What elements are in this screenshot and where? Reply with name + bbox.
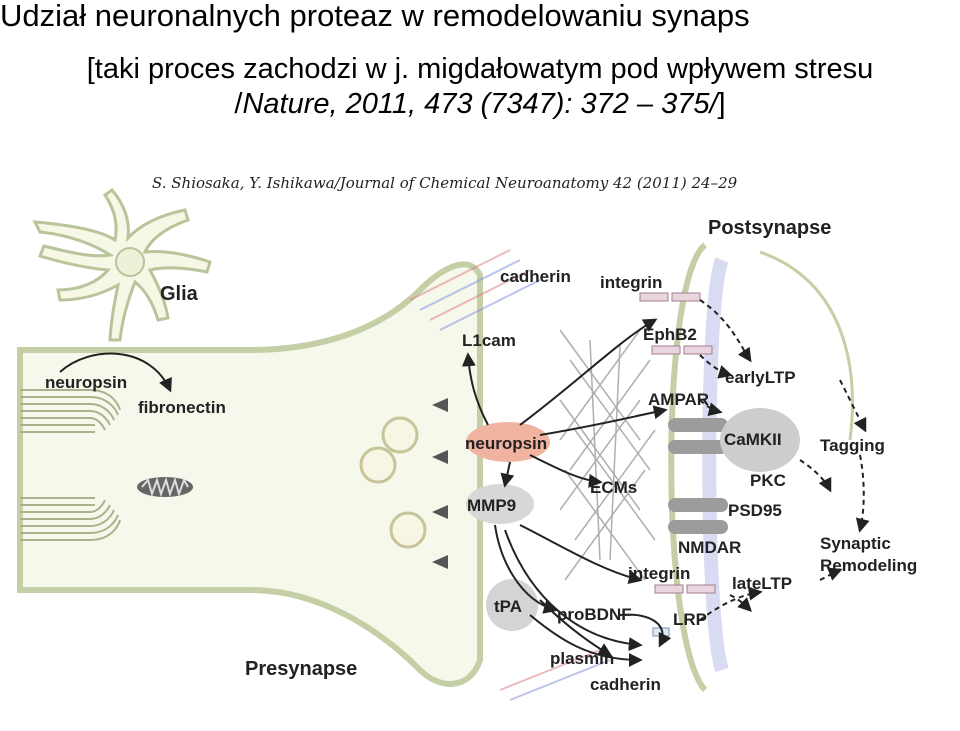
reference-suffix: ] <box>717 88 726 120</box>
synaptic-vesicle <box>389 511 427 549</box>
nmdar-label: NMDAR <box>678 538 741 557</box>
camkii-blob <box>720 408 800 472</box>
slide-reference: /Nature, 2011, 473 (7347): 372 – 375/] <box>0 88 960 121</box>
reference-journal: Nature, 2011, 473 (7347): 372 – 375/ <box>242 88 718 120</box>
integrin-top-label: integrin <box>600 273 662 292</box>
presynaptic-terminal <box>17 261 483 687</box>
psd95-label: PSD95 <box>728 501 782 520</box>
postsynaptic-membrane <box>668 242 854 692</box>
ampar-label: AMPAR <box>648 390 709 409</box>
pathway-arrows <box>59 318 672 667</box>
extracellular-matrix <box>559 329 656 581</box>
ephb2-label: EphB2 <box>643 325 697 344</box>
early-ltp-label: earlyLTP <box>725 368 796 387</box>
figure-citation: S. Shiosaka, Y. Ishikawa/Journal of Chem… <box>152 174 738 192</box>
late-ltp-label: lateLTP <box>732 574 792 593</box>
l1cam-label: L1cam <box>462 331 516 350</box>
myelin-bottom <box>20 497 121 541</box>
plasmin-label: plasmin <box>550 649 614 668</box>
integrin-bottom-label: integrin <box>628 564 690 583</box>
slide-title: Udział neuronalnych proteaz w remodelowa… <box>0 0 750 33</box>
mmp9-blob <box>466 484 534 524</box>
glia-cell <box>32 187 212 342</box>
synaptic-remodeling-label-2: Remodeling <box>820 556 917 575</box>
ecms-label: ECMs <box>590 478 637 497</box>
tagging-label: Tagging <box>820 436 885 455</box>
neuropsin-blob <box>466 422 550 462</box>
synaptic-vesicle <box>381 416 419 454</box>
glia-label: Glia <box>160 283 199 305</box>
synaptic-vesicle <box>359 446 397 484</box>
synapse-diagram: S. Shiosaka, Y. Ishikawa/Journal of Chem… <box>17 174 917 701</box>
mmp9-label: MMP9 <box>467 496 516 515</box>
myelin-top <box>20 389 121 433</box>
fibronectin-label: fibronectin <box>138 398 226 417</box>
camkii-label: CaMKII <box>724 430 782 449</box>
signaling-arrows <box>699 299 870 621</box>
probdnf-label: proBDNF <box>557 605 632 624</box>
presynapse-label: Presynapse <box>245 658 357 680</box>
neuropsin-center-label: neuropsin <box>465 434 547 453</box>
lrp-label: LRP <box>673 610 707 629</box>
tpa-label: tPA <box>494 597 522 616</box>
postsynapse-label: Postsynapse <box>708 217 831 239</box>
cadherin-bottom-label: cadherin <box>590 675 661 694</box>
channels <box>668 418 728 534</box>
synaptic-remodeling-label-1: Synaptic <box>820 534 891 553</box>
neuropsin-glia-label: neuropsin <box>45 373 127 392</box>
slide-subtitle: [taki proces zachodzi w j. migdałowatym … <box>86 53 874 85</box>
adhesion-strokes <box>409 249 611 701</box>
reference-prefix: / <box>234 88 243 120</box>
pkc-label: PKC <box>750 471 786 490</box>
cadherin-top-label: cadherin <box>500 267 571 286</box>
